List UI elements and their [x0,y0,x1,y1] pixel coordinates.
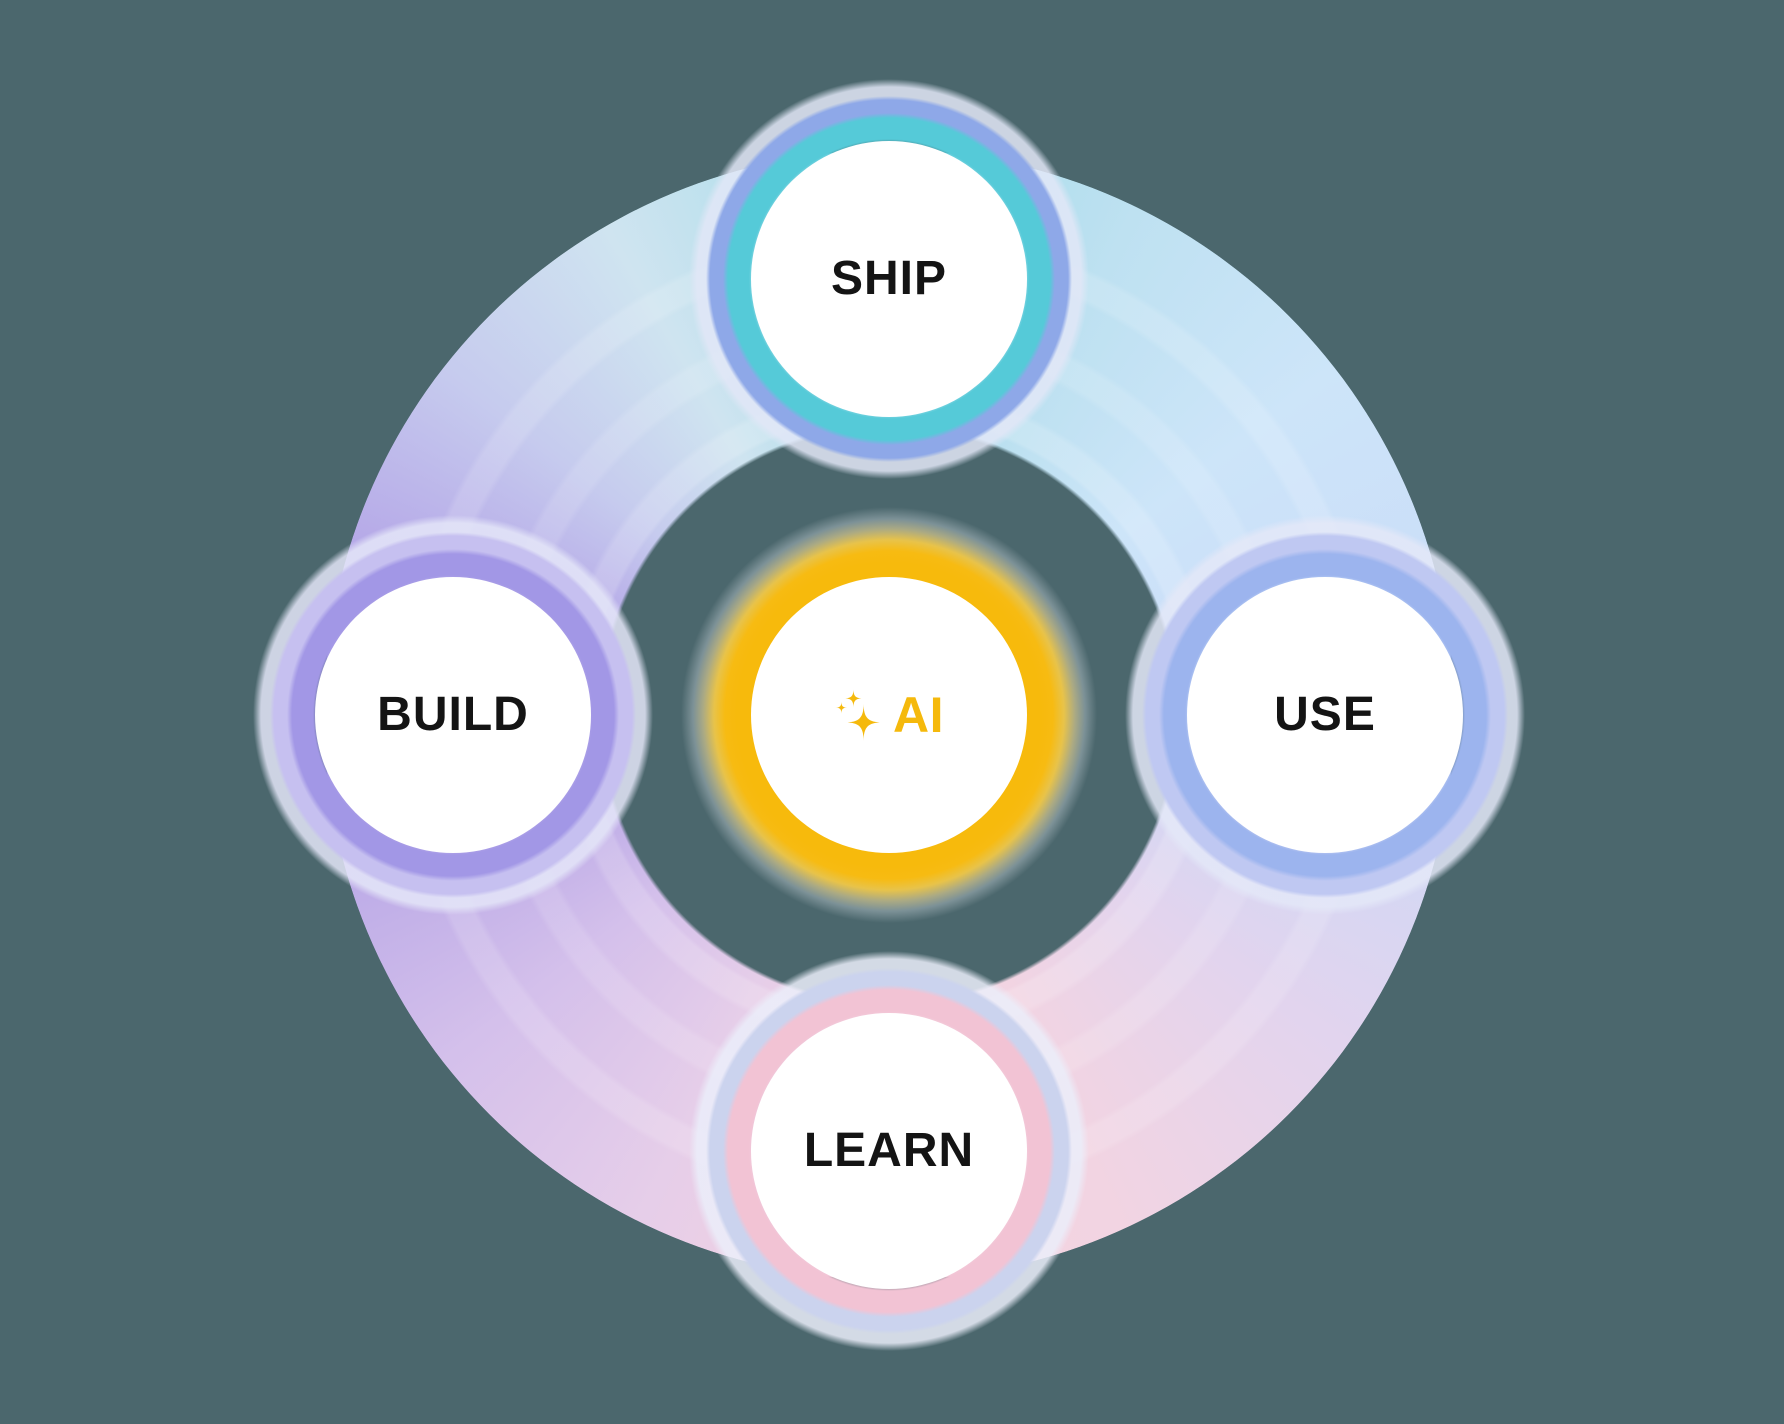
node-build-label: BUILD [377,688,529,741]
node-learn-label: LEARN [803,1124,975,1177]
node-learn: LEARN [751,1013,1027,1289]
node-ship: SHIP [751,141,1027,417]
sparkle-icon [835,689,883,741]
node-use: USE [1187,577,1463,853]
node-ship-label: SHIP [830,252,948,305]
node-build: BUILD [315,577,591,853]
ai-label: AI [893,687,944,743]
ai-center-circle: AI [751,577,1027,853]
node-use-label: USE [1274,688,1376,741]
